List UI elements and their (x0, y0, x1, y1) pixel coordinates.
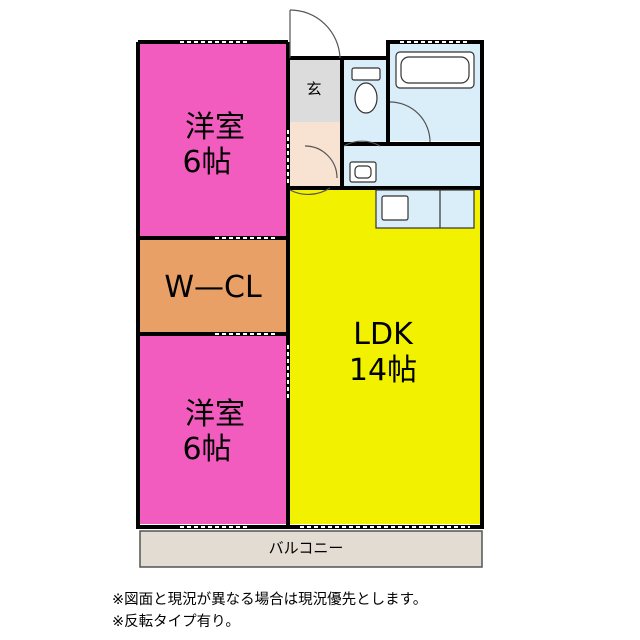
bedroom-top-size: 6帖 (182, 145, 231, 180)
note-reversed-type: ※反転タイプ有り。 (112, 614, 240, 630)
bedroom-bottom-name: 洋室 (185, 397, 245, 432)
hallway (290, 122, 340, 188)
bedroom-top-name: 洋室 (185, 110, 245, 145)
balcony (139, 530, 483, 568)
bathtub-icon (395, 51, 475, 89)
balcony-label: バルコニー (269, 539, 344, 557)
note-discrepancy: ※図面と現況が異なる場合は現況優先とします。 (112, 592, 428, 608)
washbasin-icon (349, 161, 377, 183)
toilet-icon (351, 67, 381, 114)
ldk-name: LDK (353, 317, 414, 352)
ldk-room (290, 190, 480, 524)
entrance-area (290, 60, 340, 122)
bedroom-bottom-size: 6帖 (182, 432, 231, 467)
bedroom-bottom (140, 336, 286, 524)
windows (180, 41, 470, 528)
kitchen-counter (375, 189, 475, 229)
entrance-label: 玄 (306, 80, 321, 98)
doors (289, 9, 431, 195)
walk-in-closet (140, 240, 286, 332)
ldk-size: 14帖 (349, 353, 417, 388)
wcl-name: W—CL (164, 270, 262, 305)
bedroom-top (140, 42, 286, 236)
